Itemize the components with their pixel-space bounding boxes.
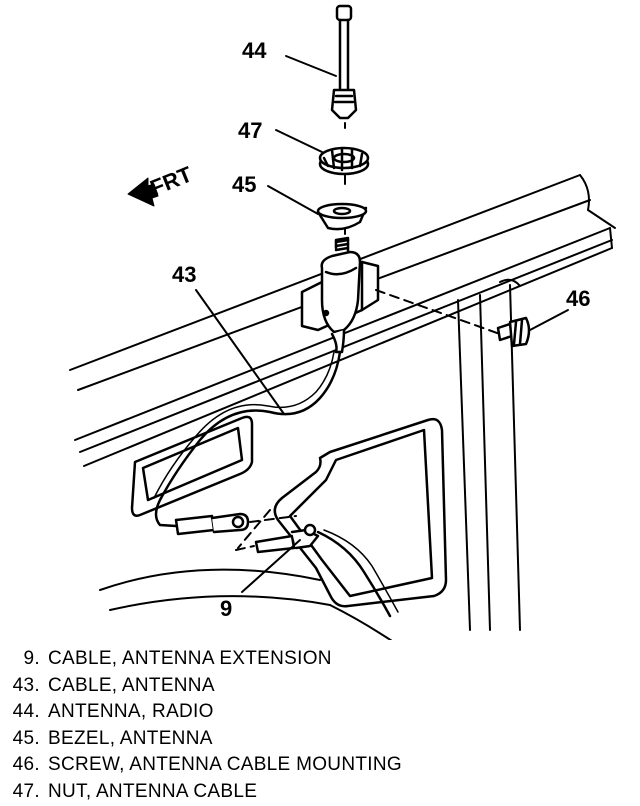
legend-description: CABLE, ANTENNA (48, 674, 215, 696)
legend-number: 47. (12, 780, 40, 802)
antenna-mast (330, 4, 358, 120)
extension-cable-9 (316, 530, 392, 618)
leader-9 (241, 539, 301, 593)
legend-item: 9. CABLE, ANTENNA EXTENSION (0, 646, 640, 673)
antenna-installation-diagram: 44 47 45 43 46 9 FRT (69, 4, 616, 640)
legend-description: ANTENNA, RADIO (48, 701, 214, 723)
callout-9: 9 (220, 596, 232, 621)
legend-number: 45. (12, 727, 40, 749)
antenna-base (320, 236, 362, 354)
leader-lines (195, 55, 569, 593)
legend-item: 43. CABLE, ANTENNA (0, 673, 640, 700)
mounting-screw (496, 316, 531, 348)
extension-cable-9-inner (323, 529, 399, 613)
legend-item: 47. NUT, ANTENNA CABLE (0, 779, 640, 806)
legend-number: 46. (12, 754, 40, 776)
leader-44 (285, 55, 337, 77)
legend-description: SCREW, ANTENNA CABLE MOUNTING (48, 754, 402, 776)
legend-number: 9. (23, 648, 40, 669)
leader-47 (275, 129, 323, 153)
callout-44: 44 (242, 38, 267, 63)
callout-46: 46 (566, 286, 590, 311)
antenna-cable-43 (154, 350, 342, 528)
front-arrow-icon (127, 177, 159, 207)
legend-description: NUT, ANTENNA CABLE (48, 780, 258, 802)
extension-cable-connector (254, 523, 320, 554)
legend-number: 43. (12, 674, 40, 696)
legend-description: BEZEL, ANTENNA (48, 727, 213, 749)
access-opening-large (273, 417, 448, 608)
legend-item: 44. ANTENNA, RADIO (0, 699, 640, 726)
antenna-nut (318, 146, 370, 176)
callout-43: 43 (172, 262, 196, 287)
callout-45: 45 (232, 172, 256, 197)
legend-description: CABLE, ANTENNA EXTENSION (48, 648, 332, 669)
assembly-dashed-lines (235, 107, 501, 551)
legend-item: 46. SCREW, ANTENNA CABLE MOUNTING (0, 752, 640, 779)
callout-47: 47 (238, 118, 262, 143)
cable-connector (174, 512, 250, 536)
antenna-bezel (316, 202, 368, 231)
access-opening-small (130, 415, 254, 517)
leader-43 (195, 289, 285, 415)
front-direction-label: FRT (147, 161, 197, 200)
legend-item: 45. BEZEL, ANTENNA (0, 726, 640, 753)
parts-legend: 9. CABLE, ANTENNA EXTENSION 43. CABLE, ANT… (0, 646, 640, 806)
leader-45 (267, 185, 319, 215)
legend-number: 44. (12, 701, 40, 723)
leader-46 (529, 309, 569, 331)
antenna-cable-43-inner (153, 351, 335, 499)
